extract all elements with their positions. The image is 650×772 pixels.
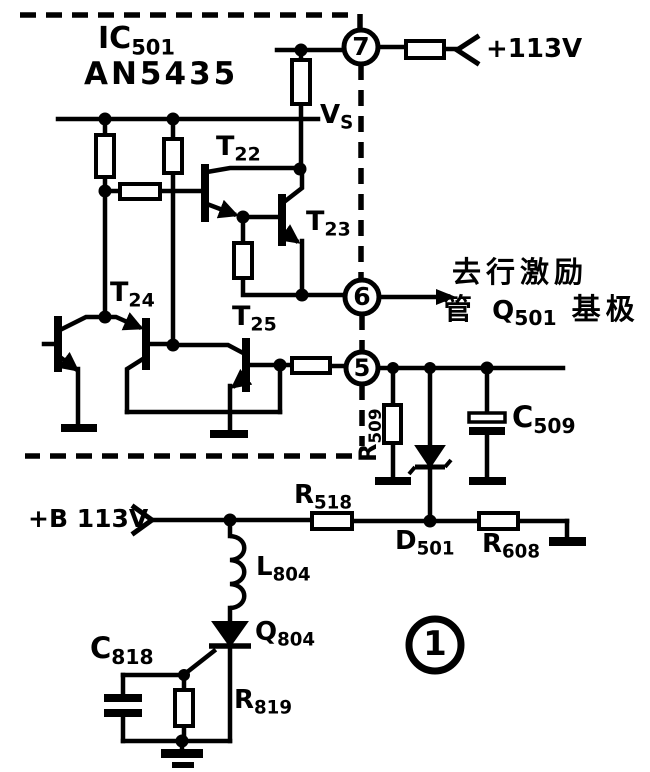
transistor-bars <box>54 164 286 392</box>
resistor-internal-top <box>290 58 312 106</box>
resistor-internal-pin5 <box>290 356 332 375</box>
ic-part-label: AN5435 <box>84 56 239 92</box>
scr-q804 <box>209 621 251 649</box>
ic-ref-label: IC501 <box>98 21 176 60</box>
capacitor-c509 <box>467 411 507 435</box>
r819-label: R819 <box>234 685 292 719</box>
diode-d501 <box>407 445 453 476</box>
resistor-r819 <box>173 688 195 728</box>
ground-symbols <box>61 424 586 768</box>
note-line1: 去行激励 <box>452 255 589 289</box>
c509-label: C509 <box>512 400 576 439</box>
vs-bus-label: VS <box>320 100 354 134</box>
pin6-output-arrow <box>380 289 456 305</box>
t24-label: T24 <box>110 277 155 312</box>
resistor-r518 <box>310 511 354 531</box>
ground-left-transistor <box>61 424 97 432</box>
resistors <box>94 39 520 728</box>
connector-113v <box>452 33 481 67</box>
t22-label: T22 <box>216 131 261 166</box>
q804-label: Q804 <box>255 617 316 651</box>
left-transistor-emitter-arrow <box>57 351 80 372</box>
resistor-internal-d <box>232 241 254 280</box>
supply-left-label: +B 113V <box>28 504 149 533</box>
t25-label: T25 <box>232 301 277 336</box>
ground-r509 <box>375 477 411 485</box>
t23-emitter-arrow <box>278 224 301 244</box>
figure-circle <box>405 615 465 675</box>
junction-dots <box>98 43 494 748</box>
resistor-internal-a <box>94 133 116 179</box>
figure-number: 1 <box>423 624 447 664</box>
ground-c509 <box>469 477 506 485</box>
d501-label: D501 <box>395 526 455 560</box>
r509-label: R509 <box>354 408 386 462</box>
c818-label: C818 <box>90 631 154 670</box>
pin-circles <box>341 27 382 387</box>
inductor-l804 <box>229 533 247 611</box>
pin6-circle <box>342 277 382 317</box>
ground-q804 <box>161 749 203 758</box>
ground-q804-hatch <box>172 762 194 768</box>
resistor-r608 <box>477 511 520 531</box>
pin6-number: 6 <box>353 282 371 311</box>
pin5-circle <box>343 349 381 387</box>
pin7-number: 7 <box>352 32 370 61</box>
note-line2: 管 Q501 基极 <box>443 292 640 331</box>
capacitor-c818 <box>104 694 142 717</box>
resistor-internal-c <box>162 137 184 175</box>
t22-emitter-arrow <box>206 199 239 219</box>
supply-right-label: +113V <box>486 34 583 64</box>
connector-plus-b <box>130 503 157 537</box>
ground-t25 <box>210 430 248 438</box>
resistor-r509 <box>382 403 403 445</box>
t23-label: T23 <box>306 206 351 241</box>
r518-label: R518 <box>294 480 352 514</box>
l804-label: L804 <box>256 552 311 586</box>
pin5-number: 5 <box>353 354 371 382</box>
ic-dashed-border <box>20 12 365 459</box>
resistor-internal-b <box>118 182 162 201</box>
pin7-circle <box>341 27 381 67</box>
r608-label: R608 <box>482 529 540 563</box>
resistor-113v <box>404 39 446 60</box>
ground-r608 <box>549 537 586 546</box>
connector-chevrons <box>130 33 481 537</box>
